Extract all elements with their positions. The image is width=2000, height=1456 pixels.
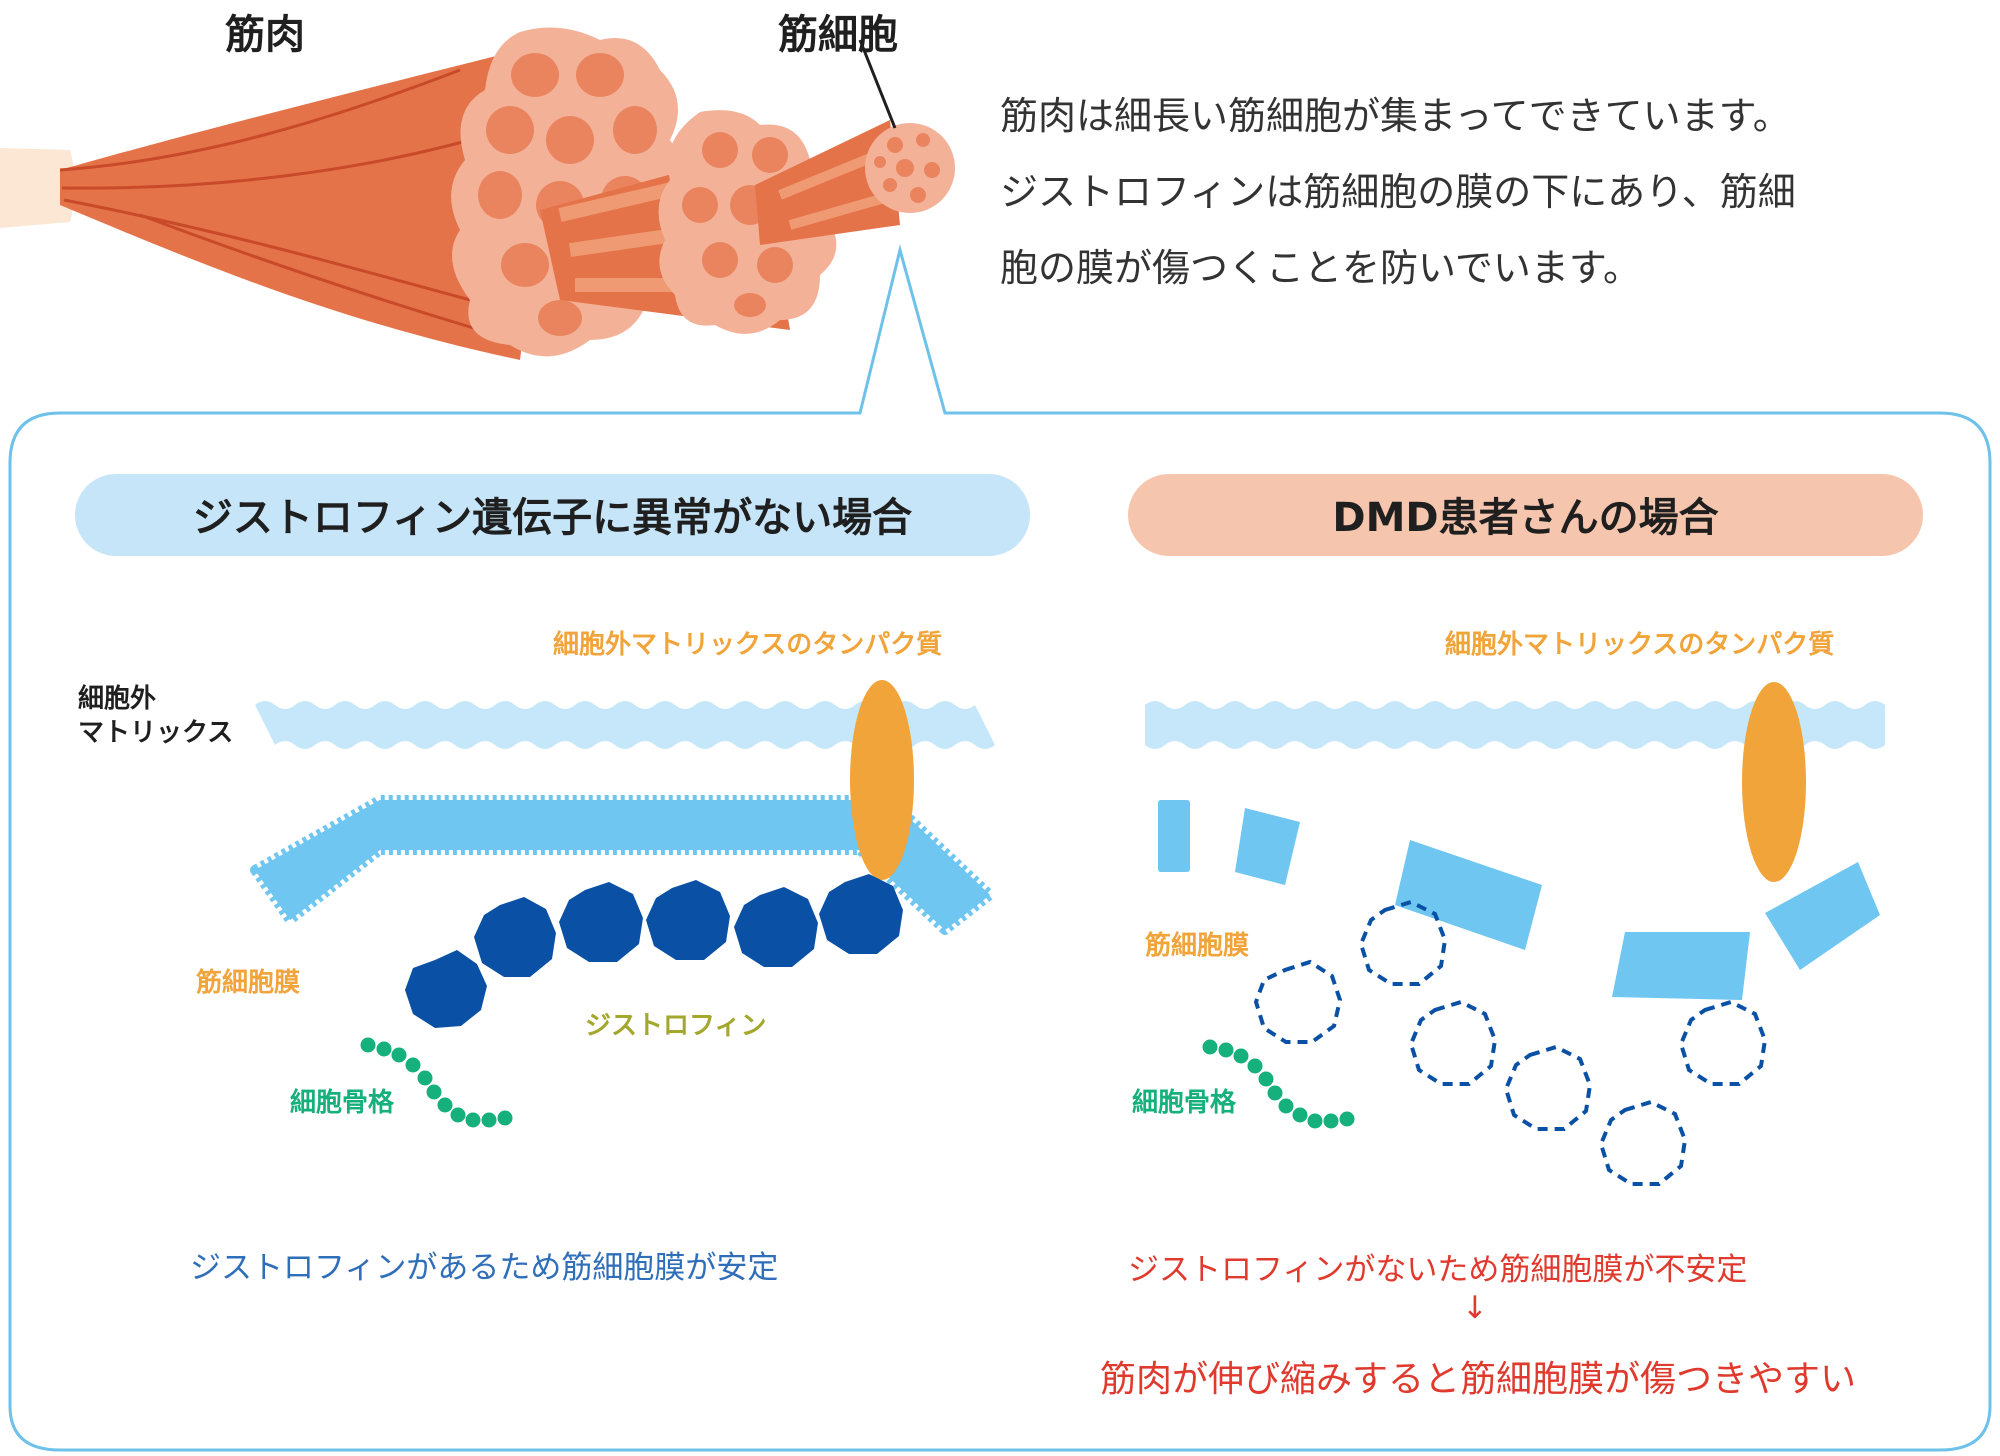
normal-caption: ジストロフィンがあるため筋細胞膜が安定 [190,1250,779,1286]
normal-ecm-protein-label: 細胞外マトリックスのタンパク質 [553,630,943,660]
normal-header-bg [75,474,1030,556]
dystrophin-label: ジストロフィン [585,1011,767,1041]
dmd-header-bg [1128,474,1923,556]
dmd-diagram [1145,682,1885,1186]
normal-header: ジストロフィン遺伝子に異常がない場合 [192,495,913,541]
muscle-label: 筋肉 [225,12,305,58]
intro-line-3: 胞の膜が傷つくことを防いでいます。 [1000,246,1642,290]
panel-border [8,244,1992,1452]
intro-line-2: ジストロフィンは筋細胞の膜の下にあり、筋細 [1000,170,1796,214]
dmd-ecm-protein-label: 細胞外マトリックスのタンパク質 [1445,630,1835,660]
muscle-fiber-label: 筋細胞 [778,12,898,58]
dmd-header: DMD患者さんの場合 [1332,495,1719,541]
muscle-illustration [0,27,955,360]
intro-text: 筋肉は細長い筋細胞が集まってできています。 ジストロフィンは筋細胞の膜の下にあり… [1000,78,1960,306]
ecm-label-line1: 細胞外 [78,684,157,714]
normal-membrane-label: 筋細胞膜 [196,968,301,998]
normal-diagram [250,680,995,1128]
dmd-caption-line1: ジストロフィンがないため筋細胞膜が不安定 [1128,1252,1748,1288]
normal-cytoskeleton-label: 細胞骨格 [290,1088,395,1118]
ecm-label-line2: マトリックス [78,718,234,748]
dmd-membrane-label: 筋細胞膜 [1145,931,1250,961]
dmd-cytoskeleton-label: 細胞骨格 [1132,1088,1237,1118]
dmd-caption-line2: 筋肉が伸び縮みすると筋細胞膜が傷つきやすい [1100,1359,1857,1400]
intro-line-1: 筋肉は細長い筋細胞が集まってできています。 [1000,94,1791,138]
dmd-caption-arrow: ↓ [1462,1290,1488,1326]
